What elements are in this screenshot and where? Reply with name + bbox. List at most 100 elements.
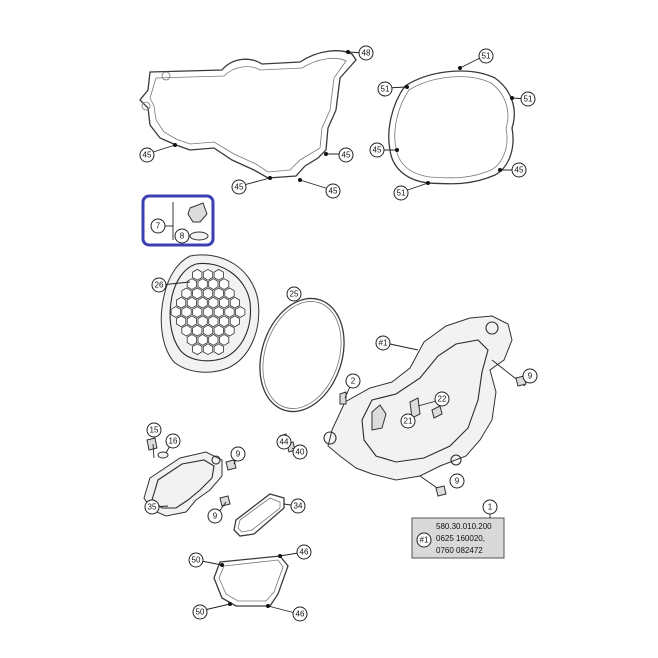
callout-40[interactable]: 40 [292,444,308,460]
svg-text:51: 51 [397,189,406,198]
honeycomb-cell [229,296,240,309]
part-15[interactable] [146,437,158,451]
honeycomb-cell [213,324,224,337]
highlight-group-7-8[interactable] [141,194,215,247]
callout-8[interactable]: 8 [174,228,190,244]
callout-35[interactable]: 35 [144,499,160,515]
honeycomb-cell [213,287,224,300]
callout-51[interactable]: 51 [520,91,536,107]
callout-16[interactable]: 16 [165,433,181,449]
honeycomb-cell [170,306,181,318]
svg-text:35: 35 [148,503,157,512]
svg-text:34: 34 [294,502,303,511]
label-badge: #1 [420,536,429,545]
svg-text:#1: #1 [379,339,388,348]
part-16[interactable] [157,451,169,459]
honeycomb-cell [197,278,208,290]
svg-text:45: 45 [373,146,382,155]
honeycomb-cell [186,315,198,328]
callout-1[interactable]: 1 [482,499,498,515]
svg-text:45: 45 [143,151,152,160]
callout-34[interactable]: 34 [290,498,306,514]
callout-50[interactable]: 50 [188,552,204,568]
honeycomb-cell [181,324,192,337]
honeycomb-cell [181,287,192,300]
callout-45[interactable]: 45 [369,142,385,158]
callout-45[interactable]: 45 [231,179,247,195]
screw-9c[interactable] [435,485,447,497]
honeycomb-cell [218,334,230,346]
honeycomb-cell [224,306,235,318]
callout-9[interactable]: 9 [230,446,246,462]
gasket-34[interactable] [233,493,285,537]
honeycomb-cell [218,278,230,290]
svg-text:51: 51 [381,85,390,94]
callout-9[interactable]: 9 [522,368,538,384]
honeycomb-cell [208,278,219,290]
honeycomb-cell [208,315,219,328]
svg-text:9: 9 [236,450,241,459]
svg-text:9: 9 [528,372,533,381]
callout-22[interactable]: 22 [434,391,450,407]
callout-21[interactable]: 21 [400,413,416,429]
callout-26[interactable]: 26 [151,277,167,293]
svg-text:44: 44 [280,438,289,447]
honeycomb-cell [176,315,187,328]
ignition-cover-1[interactable] [323,315,526,491]
callout-1-hash[interactable]: #1 [375,335,391,351]
svg-text:50: 50 [192,556,201,565]
callout-48[interactable]: 48 [358,45,374,61]
callout-25[interactable]: 25 [286,286,302,302]
honeycomb-cell [202,343,214,356]
svg-text:45: 45 [235,183,244,192]
honeycomb-cell [197,334,208,346]
clutch-cover-26[interactable] [160,254,260,373]
callout-7[interactable]: 7 [150,218,166,234]
svg-text:50: 50 [196,608,205,617]
callout-9[interactable]: 9 [207,508,223,524]
honeycomb-cell [224,287,235,300]
callout-45[interactable]: 45 [511,162,527,178]
honeycomb-cell [192,287,203,300]
honeycomb-cell [213,306,224,318]
callout-45[interactable]: 45 [325,183,341,199]
honeycomb-cell [218,296,230,309]
callout-45[interactable]: 45 [338,147,354,163]
svg-text:46: 46 [300,548,309,557]
svg-text:45: 45 [329,187,338,196]
callout-51[interactable]: 51 [478,48,494,64]
svg-text:7: 7 [156,222,161,231]
callout-46[interactable]: 46 [296,544,312,560]
honeycomb-cell [224,324,235,337]
svg-text:2: 2 [351,377,356,386]
svg-text:45: 45 [342,151,351,160]
gasket-45-48[interactable] [139,50,357,179]
honeycomb-cell [186,278,198,290]
honeycomb-cell [229,315,240,328]
honeycomb-cell [213,268,224,281]
honeycomb-cell [197,296,208,309]
label-line-3: 0760 082472 [436,546,483,555]
o-ring-25[interactable] [246,287,358,422]
honeycomb-cell [202,287,214,300]
svg-text:8: 8 [180,232,185,241]
svg-text:25: 25 [290,290,299,299]
honeycomb-cell [235,306,246,318]
honeycomb-cell [176,296,187,309]
callout-15[interactable]: 15 [146,422,162,438]
gasket-50-46[interactable] [213,555,289,607]
callout-2[interactable]: 2 [345,373,361,389]
honeycomb-cell [202,324,214,337]
honeycomb-cell [192,306,203,318]
honeycomb-cell [186,334,198,346]
callout-44[interactable]: 44 [276,434,292,450]
honeycomb-grille [170,268,246,356]
callout-50[interactable]: 50 [192,604,208,620]
callout-51[interactable]: 51 [393,185,409,201]
callout-51[interactable]: 51 [377,81,393,97]
callout-46[interactable]: 46 [292,606,308,622]
callout-9[interactable]: 9 [449,473,465,489]
callout-45[interactable]: 45 [139,147,155,163]
anchor-dots [173,50,514,608]
